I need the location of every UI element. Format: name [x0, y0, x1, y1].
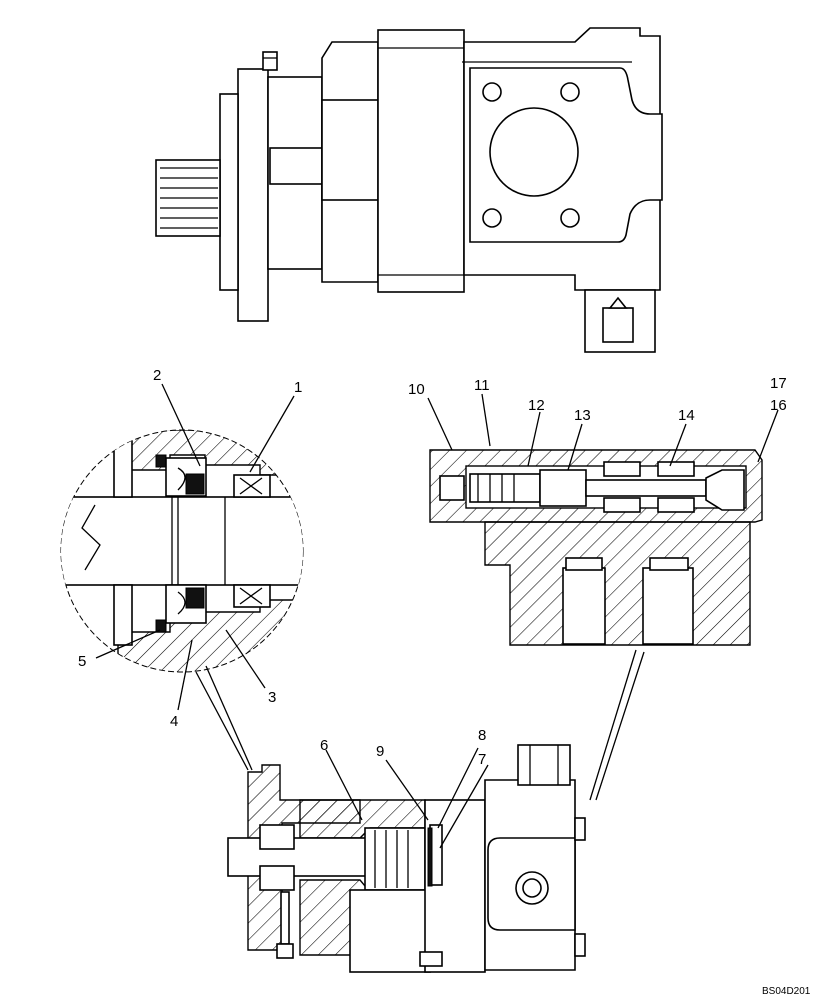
callout-13: 13 — [574, 407, 591, 424]
callout-12: 12 — [528, 397, 545, 414]
callout-17: 17 — [770, 375, 787, 392]
relief-valve-section — [429, 449, 763, 646]
pump-section-view — [227, 744, 586, 973]
callout-16: 16 — [770, 397, 787, 414]
callout-4: 4 — [170, 713, 178, 730]
callout-10: 10 — [408, 381, 425, 398]
callout-7: 7 — [478, 751, 486, 768]
callout-8: 8 — [478, 727, 486, 744]
callout-5: 5 — [78, 653, 86, 670]
callout-9: 9 — [376, 743, 384, 760]
seal-detail-circle — [60, 429, 304, 673]
callout-6: 6 — [320, 737, 328, 754]
callout-11: 11 — [474, 377, 490, 394]
callout-14: 14 — [678, 407, 695, 424]
drawing-code: BS04D201 — [762, 986, 811, 997]
callout-1: 1 — [294, 379, 302, 396]
callout-labels: 1 2 3 4 5 6 7 8 9 10 11 12 13 14 16 17 B… — [78, 367, 811, 997]
callout-2: 2 — [153, 367, 161, 384]
leader-lines — [95, 383, 779, 849]
callout-3: 3 — [268, 689, 276, 706]
pump-top-view — [155, 27, 663, 353]
